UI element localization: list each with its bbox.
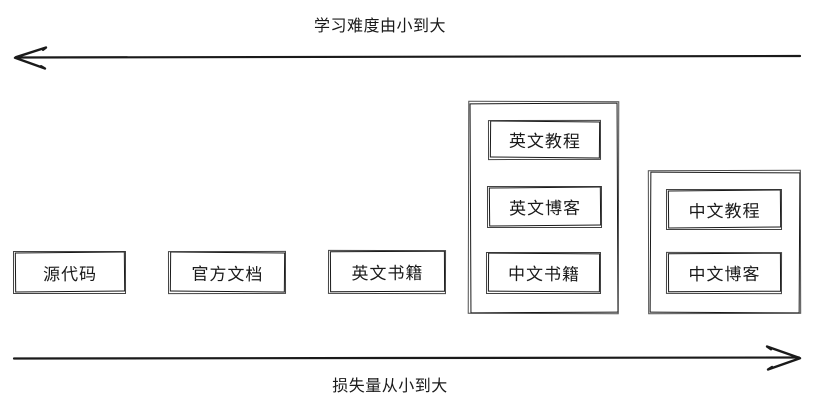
arrow-left-icon [13, 46, 802, 70]
node-official-docs[interactable]: 官方文档 [169, 251, 286, 293]
node-label: 中文教程 [688, 201, 761, 222]
node-label: 源代码 [42, 264, 98, 285]
node-source-code[interactable]: 源代码 [14, 251, 126, 293]
node-chinese-tutorial[interactable]: 中文教程 [667, 189, 782, 229]
node-label: 官方文档 [191, 264, 264, 285]
top-axis-label: 学习难度由小到大 [313, 16, 446, 35]
node-label: 中文书籍 [507, 264, 581, 286]
node-label: 中文博客 [688, 264, 761, 286]
node-english-tutorial[interactable]: 英文教程 [489, 120, 601, 159]
node-chinese-blog[interactable]: 中文博客 [667, 252, 782, 293]
node-label: 英文博客 [508, 198, 582, 220]
node-label: 英文书籍 [351, 263, 424, 285]
node-english-books[interactable]: 英文书籍 [329, 250, 446, 293]
arrow-right-icon [12, 345, 802, 371]
node-english-blog[interactable]: 英文博客 [488, 186, 602, 227]
node-chinese-books[interactable]: 中文书籍 [487, 252, 601, 293]
node-label: 英文教程 [508, 131, 582, 153]
bottom-axis-label: 损失量从小到大 [332, 376, 448, 395]
